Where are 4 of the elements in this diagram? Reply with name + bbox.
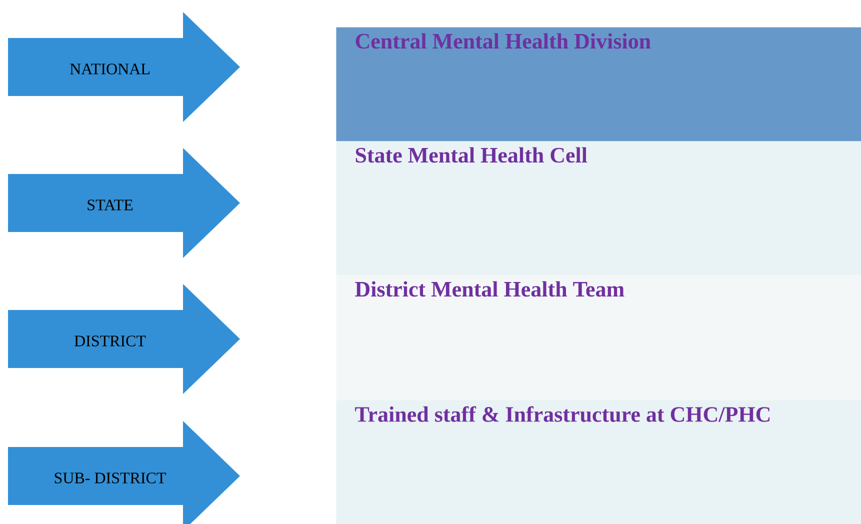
level-band: State Mental Health Cell xyxy=(336,141,861,276)
level-band: Trained staff & Infrastructure at CHC/PHC xyxy=(336,400,861,524)
level-band: District Mental Health Team xyxy=(336,275,861,400)
level-band: Central Mental Health Division xyxy=(336,27,861,142)
